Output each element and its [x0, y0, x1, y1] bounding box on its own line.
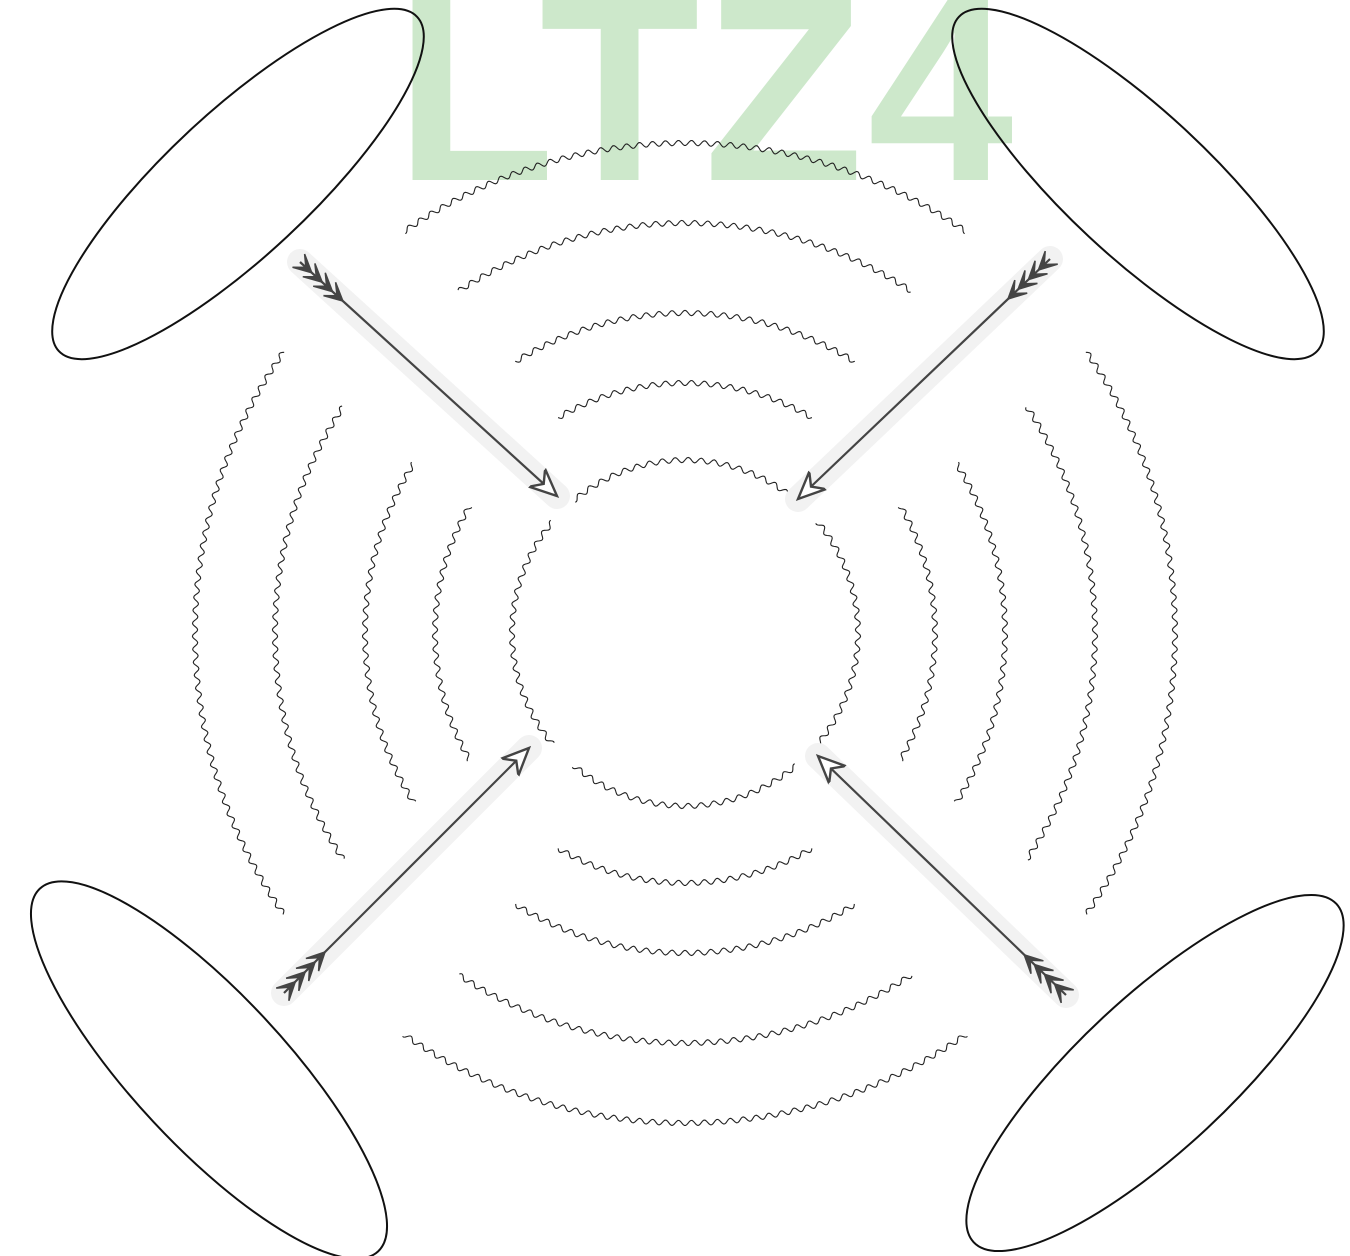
wave-ring-5-arc-4	[192, 352, 284, 914]
wave-ring-4-arc-4	[272, 406, 344, 859]
wave-ring-3-arc-2	[954, 462, 1007, 801]
arrow-bottom-left	[276, 748, 529, 1001]
wave-ring-2-arc-3	[558, 848, 812, 885]
wave-ring-3-arc-3	[516, 904, 855, 956]
wave-ring-3-arc-1	[515, 310, 855, 362]
wave-ring-4-arc-2	[1026, 407, 1098, 860]
wave-ring-2-arc-2	[898, 507, 937, 761]
wave-ring-2-arc-1	[558, 381, 812, 419]
wave-ring-1-arc-4	[509, 520, 554, 742]
wave-ring-1-arc-2	[816, 523, 861, 745]
wave-ring-5-arc-2	[1086, 352, 1178, 914]
wave-ring-2-arc-4	[432, 507, 471, 761]
arrow-top-right	[798, 251, 1058, 499]
wave-ring-4-arc-3	[459, 974, 912, 1046]
wave-ring-5-arc-1	[405, 141, 964, 234]
wave-ring-1-arc-3	[572, 764, 794, 809]
wave-ring-4-arc-1	[458, 220, 911, 292]
arrow-top-left	[293, 254, 558, 496]
wave-ring-5-arc-3	[403, 1036, 968, 1125]
wave-ring-3-arc-4	[363, 462, 416, 801]
wave-ring-1-arc-1	[575, 457, 797, 502]
arrow-bottom-right	[818, 756, 1074, 1003]
